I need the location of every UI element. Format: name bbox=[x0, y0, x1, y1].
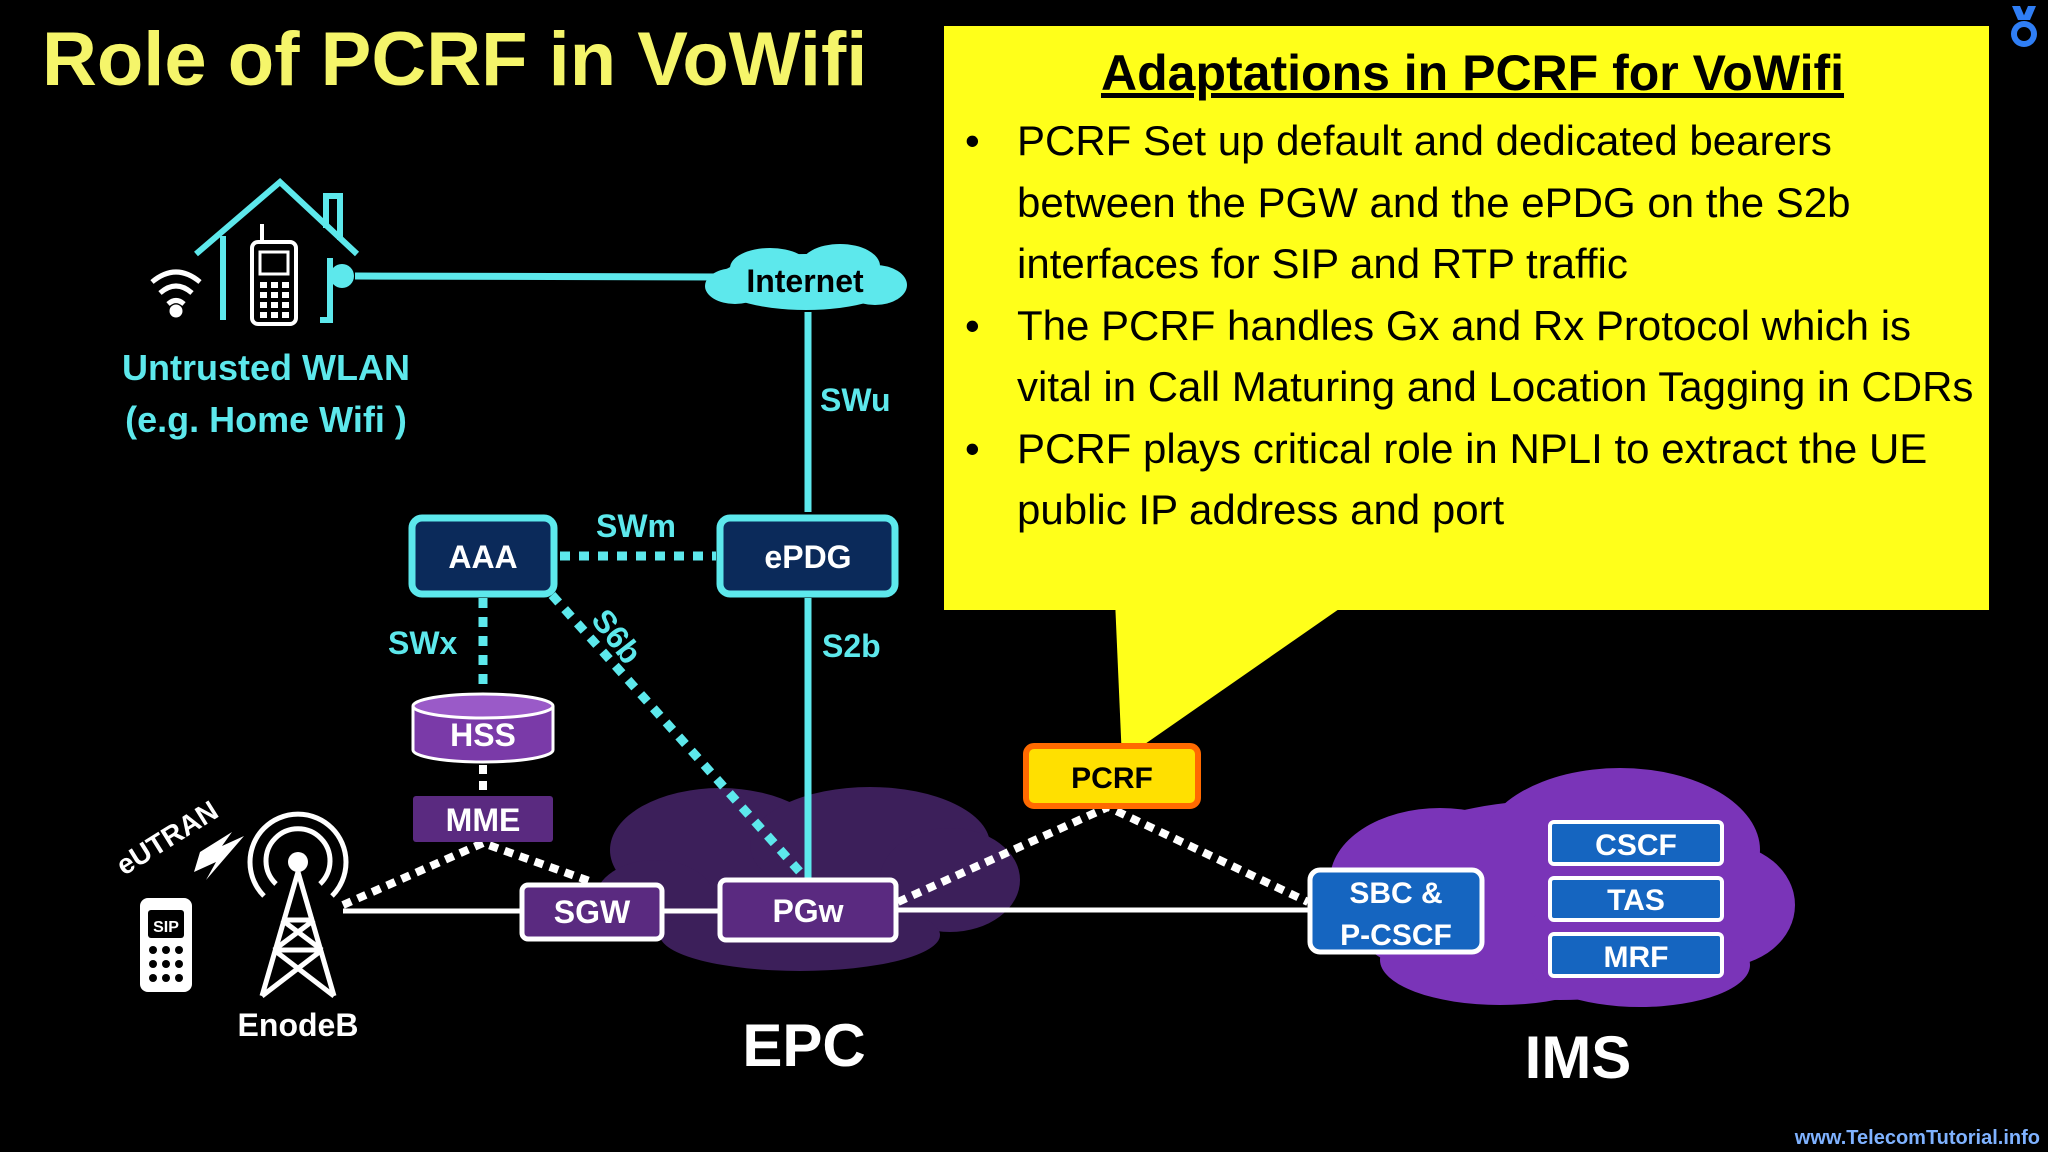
medal-icon bbox=[2011, 6, 2037, 47]
epdg-label: ePDG bbox=[764, 539, 851, 575]
sbc-pcscf-node: SBC & P-CSCF bbox=[1307, 867, 1485, 955]
home-icon bbox=[194, 177, 360, 323]
mrf-node: MRF bbox=[1548, 932, 1724, 978]
sgw-node: SGW bbox=[519, 882, 665, 942]
interface-s6b: S6b bbox=[584, 602, 649, 670]
interface-swu: SWu bbox=[820, 382, 891, 418]
callout-content: Adaptations in PCRF for VoWifi PCRF Set … bbox=[965, 44, 1980, 541]
callout-bullet: The PCRF handles Gx and Rx Protocol whic… bbox=[965, 295, 1980, 418]
cscf-label: CSCF bbox=[1595, 829, 1677, 862]
callout-bullet: PCRF Set up default and dedicated bearer… bbox=[965, 110, 1980, 295]
ims-label: IMS bbox=[1525, 1024, 1632, 1091]
callout-bullet-list: PCRF Set up default and dedicated bearer… bbox=[965, 110, 1980, 541]
lightning-icon bbox=[194, 832, 244, 880]
sip-phone-icon: SIP bbox=[140, 898, 192, 992]
callout-heading: Adaptations in PCRF for VoWifi bbox=[1100, 45, 1845, 101]
sgw-label: SGW bbox=[554, 894, 631, 930]
internet-label: Internet bbox=[746, 263, 864, 299]
hss-node: HSS bbox=[411, 692, 555, 764]
epdg-node: ePDG bbox=[716, 514, 899, 598]
tas-label: TAS bbox=[1607, 884, 1665, 917]
page-title: Role of PCRF in VoWifi bbox=[42, 17, 868, 102]
footer-website: www.TelecomTutorial.info bbox=[1794, 1127, 2040, 1149]
pcrf-label: PCRF bbox=[1071, 762, 1153, 795]
epc-label: EPC bbox=[742, 1012, 865, 1079]
wifi-icon bbox=[150, 269, 202, 318]
interface-s2b: S2b bbox=[822, 628, 881, 664]
eutran-label: eUTRAN bbox=[111, 795, 224, 881]
mme-label: MME bbox=[446, 802, 521, 838]
sbc-label-line1: SBC & bbox=[1349, 877, 1442, 910]
wlan-label-line2: (e.g. Home Wifi ) bbox=[125, 399, 407, 440]
wlan-label-line1: Untrusted WLAN bbox=[122, 347, 410, 388]
cell-tower-icon bbox=[247, 811, 349, 998]
pgw-label: PGw bbox=[772, 893, 843, 929]
callout-bullet: PCRF plays critical role in NPLI to extr… bbox=[965, 418, 1980, 541]
pcrf-node: PCRF bbox=[1023, 743, 1201, 809]
enodeb-label: EnodeB bbox=[238, 1007, 359, 1043]
interface-swx: SWx bbox=[388, 625, 458, 661]
pgw-node: PGw bbox=[717, 877, 899, 943]
aaa-node: AAA bbox=[408, 514, 558, 598]
tas-node: TAS bbox=[1548, 876, 1724, 922]
mobile-phone-icon bbox=[250, 224, 298, 326]
mme-node: MME bbox=[413, 796, 553, 842]
cscf-node: CSCF bbox=[1548, 820, 1724, 866]
mrf-label: MRF bbox=[1604, 941, 1669, 974]
hss-label: HSS bbox=[450, 717, 516, 753]
solid-links bbox=[343, 272, 1310, 914]
sip-phone-label: SIP bbox=[153, 919, 179, 936]
sbc-label-line2: P-CSCF bbox=[1340, 919, 1452, 952]
interface-swm: SWm bbox=[596, 508, 676, 544]
aaa-label: AAA bbox=[448, 539, 517, 575]
internet-cloud: Internet bbox=[705, 244, 907, 310]
